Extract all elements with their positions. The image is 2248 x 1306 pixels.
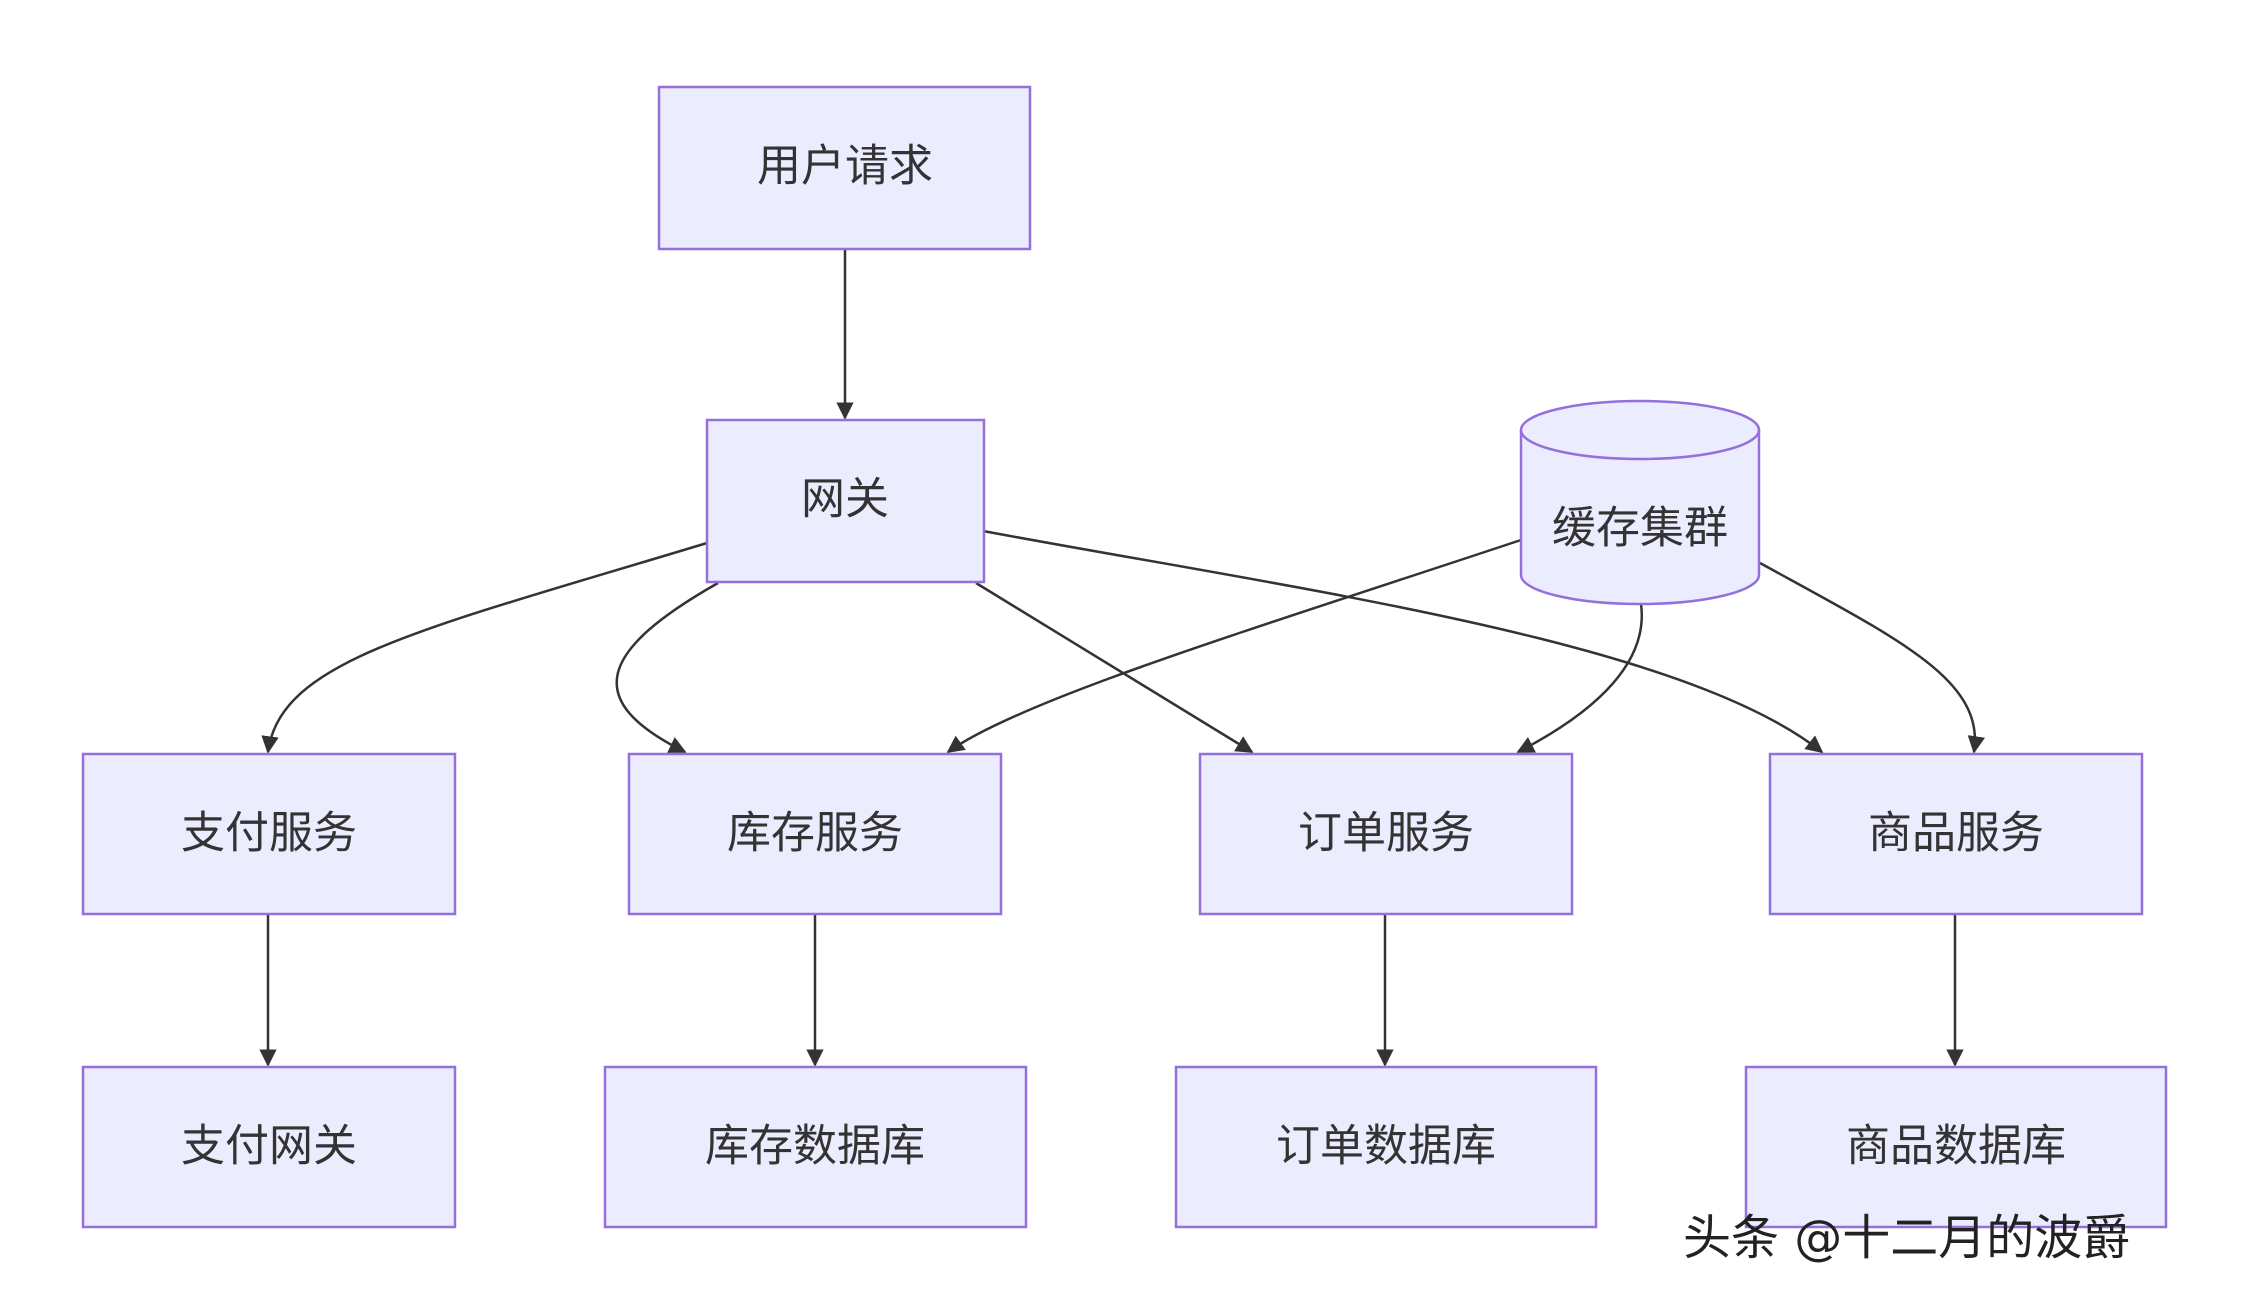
node-inventory-db: 库存数据库 xyxy=(603,1065,1028,1229)
node-label: 缓存集群 xyxy=(1552,503,1728,554)
node-label: 订单服务 xyxy=(1298,808,1474,859)
node-product-db: 商品数据库 xyxy=(1744,1065,2168,1229)
node-label: 用户请求 xyxy=(757,141,933,192)
node-label: 商品服务 xyxy=(1868,808,2044,859)
node-gateway: 网关 xyxy=(705,418,986,584)
node-inventory-service: 库存服务 xyxy=(627,752,1003,916)
edges xyxy=(259,250,1986,1067)
edge-cache-to-order-service xyxy=(1516,603,1644,754)
node-product-service: 商品服务 xyxy=(1768,752,2144,916)
node-order-service: 订单服务 xyxy=(1198,752,1574,916)
node-order-db: 订单数据库 xyxy=(1174,1065,1598,1229)
edge-gateway-to-inventory-service xyxy=(615,581,719,754)
edge-cache-to-inventory-service xyxy=(946,538,1522,754)
edge-gateway-to-order-service xyxy=(975,581,1254,754)
edge-gateway-to-payment-service xyxy=(261,541,708,754)
node-cache-cluster: 缓存集群 xyxy=(1519,399,1761,606)
edge-cache-to-product-service xyxy=(1759,561,1986,754)
node-payment-gateway: 支付网关 xyxy=(81,1065,457,1229)
node-label: 库存服务 xyxy=(727,808,903,859)
node-label: 商品数据库 xyxy=(1846,1121,2066,1172)
node-label: 库存数据库 xyxy=(705,1121,925,1172)
node-label: 支付服务 xyxy=(181,808,357,859)
node-label: 支付网关 xyxy=(181,1121,357,1172)
watermark-text: 头条 @十二月的波爵 xyxy=(1683,1210,2130,1266)
node-label: 订单数据库 xyxy=(1276,1121,1496,1172)
node-label: 网关 xyxy=(801,474,889,525)
edge-gateway-to-product-service xyxy=(982,529,1824,754)
node-payment-service: 支付服务 xyxy=(81,752,457,916)
node-user-request: 用户请求 xyxy=(657,85,1032,251)
